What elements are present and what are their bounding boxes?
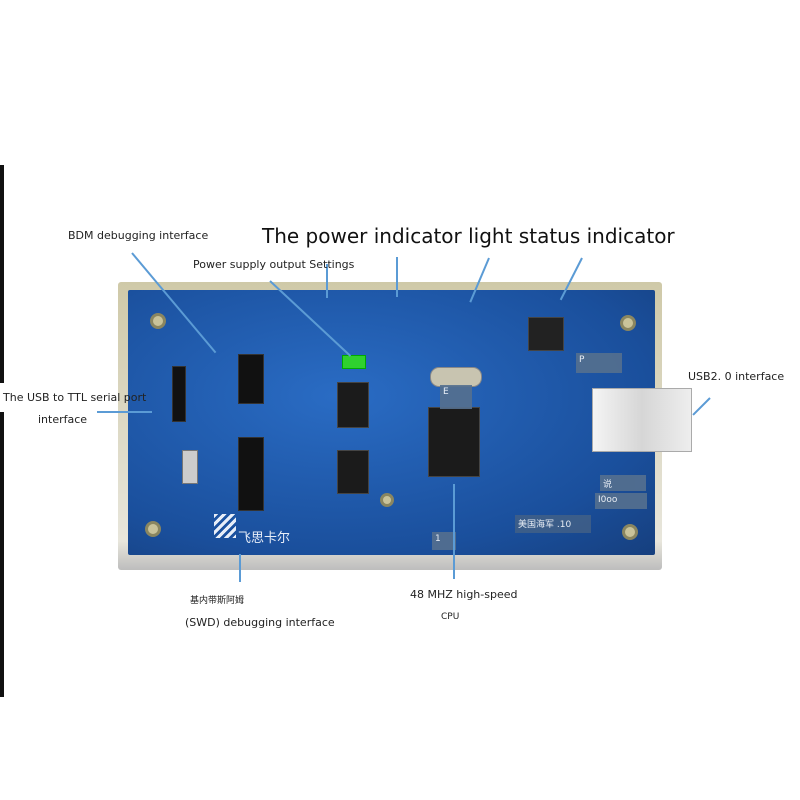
- usb-ttl-pointer: [97, 411, 152, 413]
- usb-ttl-header: [172, 366, 186, 422]
- mount-hole: [145, 521, 161, 537]
- freescale-logo-icon: [214, 514, 236, 538]
- usb-ttl-label-2: interface: [38, 413, 88, 426]
- mask-e: E: [440, 385, 472, 409]
- left-border-top: [0, 165, 4, 383]
- usb-ttl-label-1: The USB to TTL serial port: [3, 391, 147, 404]
- status-led-pointer-1: [396, 257, 398, 297]
- ic-chip: [337, 382, 369, 428]
- mount-hole: [380, 493, 394, 507]
- regulator: [528, 317, 564, 351]
- usb2-pointer: [692, 397, 711, 416]
- usb-b-connector: [592, 388, 692, 452]
- mount-hole: [620, 315, 636, 331]
- pcb-board: [128, 290, 655, 555]
- mask-shuo: 说: [600, 475, 646, 491]
- jumper: [342, 355, 366, 369]
- mount-hole: [622, 524, 638, 540]
- mask-p: P: [576, 353, 622, 373]
- swd-header: [238, 437, 264, 511]
- cpu-label-1: 48 MHZ high-speed: [410, 588, 518, 601]
- mount-hole: [150, 313, 166, 329]
- power-supply-label: Power supply output Settings: [193, 258, 355, 271]
- bdm-header: [238, 354, 264, 404]
- cpu-pointer: [453, 484, 455, 579]
- brand-silkscreen: 飞思卡尔: [238, 531, 291, 546]
- title-label: The power indicator light status indicat…: [262, 224, 675, 248]
- mask-1000: I0oo: [595, 493, 647, 509]
- swd-pointer: [239, 554, 241, 582]
- swd-label: (SWD) debugging interface: [185, 616, 335, 629]
- swd-cn-label: 基内带斯阿姆: [190, 596, 245, 606]
- gpio-connector: [182, 450, 198, 484]
- bdm-label: BDM debugging interface: [68, 229, 209, 242]
- cpu-chip: [428, 407, 480, 477]
- ic-chip: [337, 450, 369, 494]
- cpu-label-2: CPU: [441, 612, 460, 622]
- mask-cn-10: 美国海军 .10: [515, 515, 591, 533]
- crystal: [430, 367, 482, 387]
- usb2-label: USB2. 0 interface: [688, 370, 785, 383]
- left-border-bottom: [0, 412, 4, 697]
- mask-1: 1: [432, 532, 456, 550]
